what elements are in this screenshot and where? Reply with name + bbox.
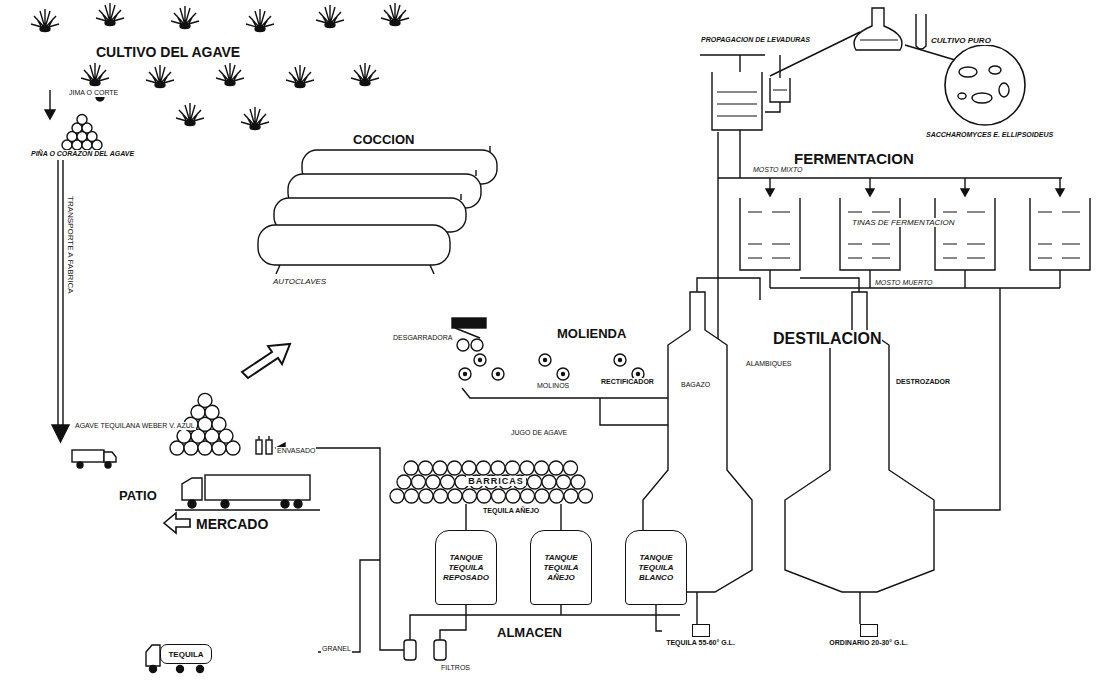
node-text: TEQUILA — [168, 650, 203, 659]
receiver-box — [692, 624, 710, 637]
agave-plant — [176, 103, 204, 126]
process-label: PIÑA O CORAZON DEL AGAVE — [30, 150, 135, 158]
node-text: TANQUE TEQUILA BLANCO — [630, 553, 682, 583]
agave-plant — [96, 3, 124, 26]
process-label: ALAMBIQUES — [745, 360, 793, 368]
process-label: BAGAZO — [680, 381, 711, 389]
process-label: JIMA O CORTE — [68, 89, 119, 97]
pipe-connector — [560, 504, 561, 530]
process-label: MOSTO MIXTO — [752, 166, 804, 174]
process-label: JUGO DE AGAVE — [510, 429, 568, 437]
process-label: GRANEL — [321, 645, 352, 653]
process-label: TRANSPORTE A FABRICA — [66, 195, 75, 295]
process-label: TEQUILA AÑEJO — [482, 507, 540, 515]
receiver-tank: TEQUILA 55-60° G.L. — [662, 624, 739, 654]
receiver-box — [860, 624, 878, 637]
process-label: CULTIVO DEL AGAVE — [95, 44, 241, 60]
pipe-connector — [656, 605, 662, 631]
process-label: DESTROZADOR — [895, 378, 951, 386]
agave-plant — [351, 63, 379, 86]
agave-plant — [146, 65, 174, 88]
tanker-truck: TEQUILA — [160, 644, 212, 664]
process-label: MERCADO — [195, 516, 269, 532]
agave-plant — [316, 5, 344, 28]
storage-tank: TANQUE TEQUILA REPOSADO — [435, 530, 497, 605]
process-label: MOLINOS — [536, 382, 570, 390]
agave-plant — [171, 6, 199, 29]
barrel-stack: BARRICAS — [388, 458, 604, 504]
mill-roller — [539, 354, 551, 366]
process-label: AGAVE TEQUILANA WEBER V. AZUL — [74, 422, 196, 430]
node-text: ORDINARIO 20-30° G.L. — [829, 639, 907, 646]
process-label: FERMENTACION — [793, 150, 915, 167]
process-label: PATIO — [118, 489, 158, 504]
agave-plant — [241, 107, 269, 130]
mill-roller — [459, 368, 471, 380]
node-text: BARRICAS — [466, 476, 526, 486]
process-label: MOSTO MUERTO — [874, 279, 934, 287]
agave-plant — [31, 9, 59, 32]
agave-plant — [381, 3, 409, 26]
process-label: DESGARRADORA — [392, 334, 454, 342]
agave-plant — [81, 63, 109, 86]
receiver-tank: ORDINARIO 20-30° G.L. — [825, 624, 912, 654]
process-label: FILTROS — [440, 664, 471, 672]
process-label: PROPAGACION DE LEVADURAS — [700, 36, 811, 44]
agave-plant — [216, 63, 244, 86]
node-text: TANQUE TEQUILA AÑEJO — [535, 553, 587, 583]
process-label: MOLIENDA — [556, 327, 627, 342]
process-label: AUTOCLAVES — [272, 277, 327, 286]
mill-roller — [557, 368, 569, 380]
node-text: TEQUILA 55-60° G.L. — [666, 639, 735, 646]
process-label: RECTIFICADOR — [600, 378, 655, 386]
agave-plant — [246, 9, 274, 32]
process-label: TINAS DE FERMENTACION — [851, 218, 956, 227]
node-text: TANQUE TEQUILA REPOSADO — [440, 553, 492, 583]
pina — [198, 393, 212, 407]
process-label: DESTILACION — [772, 330, 882, 348]
process-label: SACCHAROMYCES E. ELLIPSOIDEUS — [925, 131, 1054, 139]
storage-tank: TANQUE TEQUILA AÑEJO — [530, 530, 592, 605]
process-label: ENVASADO — [276, 447, 316, 455]
pipe-connector — [465, 504, 466, 530]
process-label: CULTIVO PURO — [930, 36, 992, 45]
mill-roller — [492, 368, 504, 380]
pina — [77, 115, 87, 125]
mill-roller — [474, 354, 486, 366]
process-label: COCCION — [352, 133, 415, 148]
mill-roller — [614, 354, 626, 366]
process-label: ALMACEN — [496, 626, 563, 641]
storage-tank: TANQUE TEQUILA BLANCO — [625, 530, 687, 605]
agave-plant — [286, 65, 314, 88]
